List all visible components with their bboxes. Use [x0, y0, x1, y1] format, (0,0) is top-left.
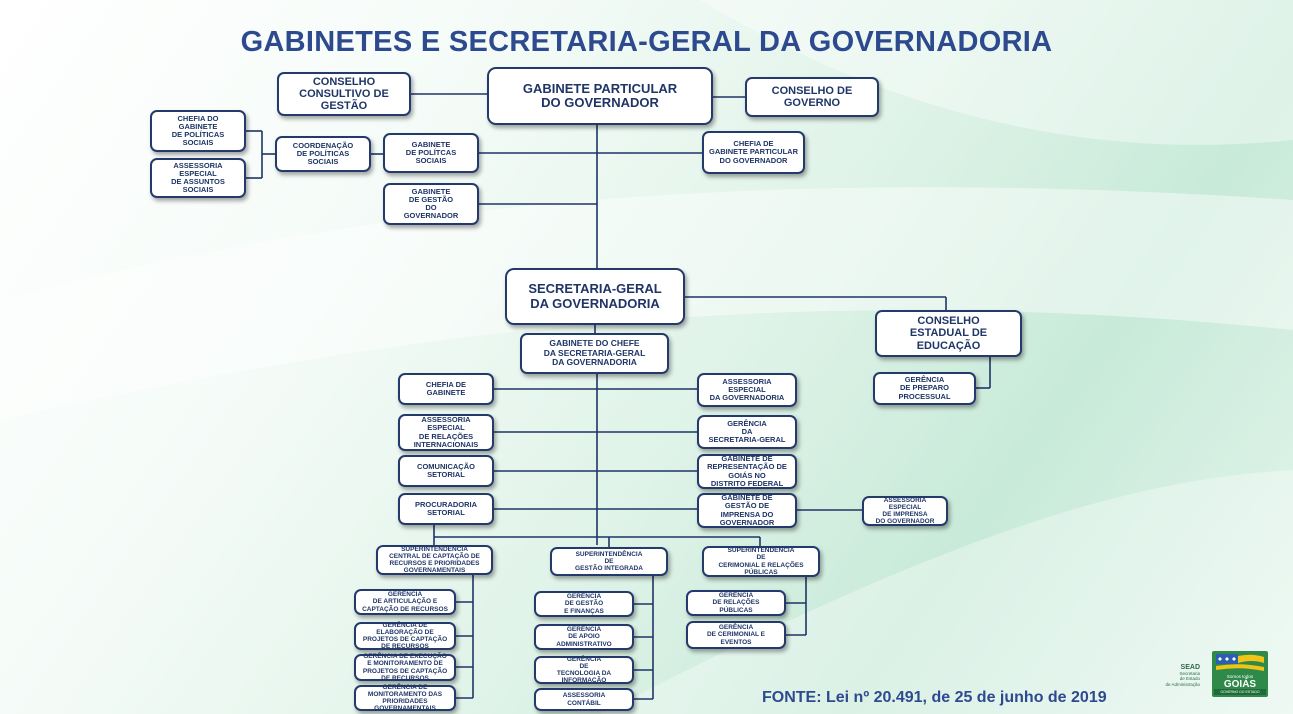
box-chefia-de-gabinete[interactable]: CHEFIA DE GABINETE — [398, 373, 494, 405]
box-gerencia-gestao-financas[interactable]: GERÊNCIA DE GESTÃO E FINANÇAS — [534, 591, 634, 617]
box-gabinete-chefe-secretaria[interactable]: GABINETE DO CHEFE DA SECRETARIA-GERAL DA… — [520, 333, 669, 374]
box-gabinete-particular[interactable]: GABINETE PARTICULAR DO GOVERNADOR — [487, 67, 713, 125]
box-gerencia-cerimonial-eventos[interactable]: GERÊNCIA DE CERIMONIAL E EVENTOS — [686, 621, 786, 649]
sead-subtitle: Secretaria de Estado de Administração — [1165, 671, 1200, 687]
box-superintendencia-captacao[interactable]: SUPERINTENDÊNCIA CENTRAL DE CAPTAÇÃO DE … — [376, 545, 493, 575]
box-conselho-governo[interactable]: CONSELHO DE GOVERNO — [745, 77, 879, 117]
box-assessoria-assuntos-sociais[interactable]: ASSESSORIA ESPECIAL DE ASSUNTOS SOCIAIS — [150, 158, 246, 198]
box-gerencia-relacoes-publicas[interactable]: GERÊNCIA DE RELAÇÕES PÚBLICAS — [686, 590, 786, 616]
box-assessoria-especial-governadoria[interactable]: ASSESSORIA ESPECIAL DA GOVERNADORIA — [697, 373, 797, 407]
goias-logo-text: Somos todos GOIÁS GOVERNO DO ESTADO — [1212, 674, 1268, 694]
box-chefia-gabinete-politicas[interactable]: CHEFIA DO GABINETE DE POLÍTICAS SOCIAIS — [150, 110, 246, 152]
goias-logo-icon — [1212, 651, 1268, 697]
box-chefia-gabinete-particular[interactable]: CHEFIA DE GABINETE PARTICULAR DO GOVERNA… — [702, 131, 805, 174]
box-gabinete-gestao-imprensa[interactable]: GABINETE DE GESTÃO DE IMPRENSA DO GOVERN… — [697, 493, 797, 528]
box-gerencia-execucao-monitoramento[interactable]: GERÊNCIA DE EXECUÇÃO E MONITORAMENTO DE … — [354, 653, 456, 682]
goias-logo-small: Somos todos — [1226, 674, 1254, 679]
box-gerencia-articulacao[interactable]: GERÊNCIA DE ARTICULAÇÃO E CAPTAÇÃO DE RE… — [354, 589, 456, 615]
goias-logo-word: GOIÁS — [1223, 679, 1257, 690]
box-assessoria-relacoes-internacionais[interactable]: ASSESSORIA ESPECIAL DE RELAÇÕES INTERNAC… — [398, 414, 494, 451]
box-gerencia-secretaria-geral[interactable]: GERÊNCIA DA SECRETARIA-GERAL — [697, 415, 797, 449]
box-gerencia-elaboracao-projetos[interactable]: GERÊNCIA DE ELABORAÇÃO DE PROJETOS DE CA… — [354, 622, 456, 650]
box-coordenacao-politicas[interactable]: COORDENAÇÃO DE POLÍTICAS SOCIAIS — [275, 136, 371, 172]
box-secretaria-geral[interactable]: SECRETARIA-GERAL DA GOVERNADORIA — [505, 268, 685, 325]
box-gerencia-preparo-processual[interactable]: GERÊNCIA DE PREPARO PROCESSUAL — [873, 372, 976, 405]
box-superintendencia-cerimonial[interactable]: SUPERINTENDÊNCIA DE CERIMONIAL E RELAÇÕE… — [702, 546, 820, 577]
sead-logo: SEAD Secretaria de Estado de Administraç… — [1140, 664, 1200, 687]
goias-logo-sub: GOVERNO DO ESTADO — [1220, 690, 1260, 694]
box-conselho-consultivo[interactable]: CONSELHO CONSULTIVO DE GESTÃO — [277, 72, 411, 116]
sead-label: SEAD — [1180, 664, 1200, 671]
box-gerencia-apoio-administrativo[interactable]: GERÊNCIA DE APOIO ADMINISTRATIVO — [534, 624, 634, 650]
box-comunicacao-setorial[interactable]: COMUNICAÇÃO SETORIAL — [398, 455, 494, 487]
page-title: GABINETES E SECRETARIA-GERAL DA GOVERNAD… — [240, 26, 1053, 58]
box-gabinete-representacao-df[interactable]: GABINETE DE REPRESENTAÇÃO DE GOIÁS NO DI… — [697, 454, 797, 489]
box-gerencia-tecnologia-informacao[interactable]: GERÊNCIA DE TECNOLOGIA DA INFORMAÇÃO — [534, 656, 634, 684]
box-assessoria-contabil[interactable]: ASSESSORIA CONTÁBIL — [534, 688, 634, 711]
box-gabinete-politicas[interactable]: GABINETE DE POLÍTCAS SOCIAIS — [383, 133, 479, 173]
box-procuradoria-setorial[interactable]: PROCURADORIA SETORIAL — [398, 493, 494, 525]
box-conselho-educacao[interactable]: CONSELHO ESTADUAL DE EDUCAÇÃO — [875, 310, 1022, 357]
box-gerencia-monitoramento-prioridades[interactable]: GERÊNCIA DE MONITORAMENTO DAS PRIORIDADE… — [354, 684, 456, 712]
box-gabinete-gestao-governador[interactable]: GABINETE DE GESTÃO DO GOVERNADOR — [383, 183, 479, 225]
box-superintendencia-gestao-integrada[interactable]: SUPERINTENDÊNCIA DE GESTÃO INTEGRADA — [550, 547, 668, 576]
box-assessoria-especial-imprensa[interactable]: ASSESSORIA ESPECIAL DE IMPRENSA DO GOVER… — [862, 496, 948, 526]
source-note: FONTE: Lei nº 20.491, de 25 de junho de … — [762, 689, 1107, 706]
